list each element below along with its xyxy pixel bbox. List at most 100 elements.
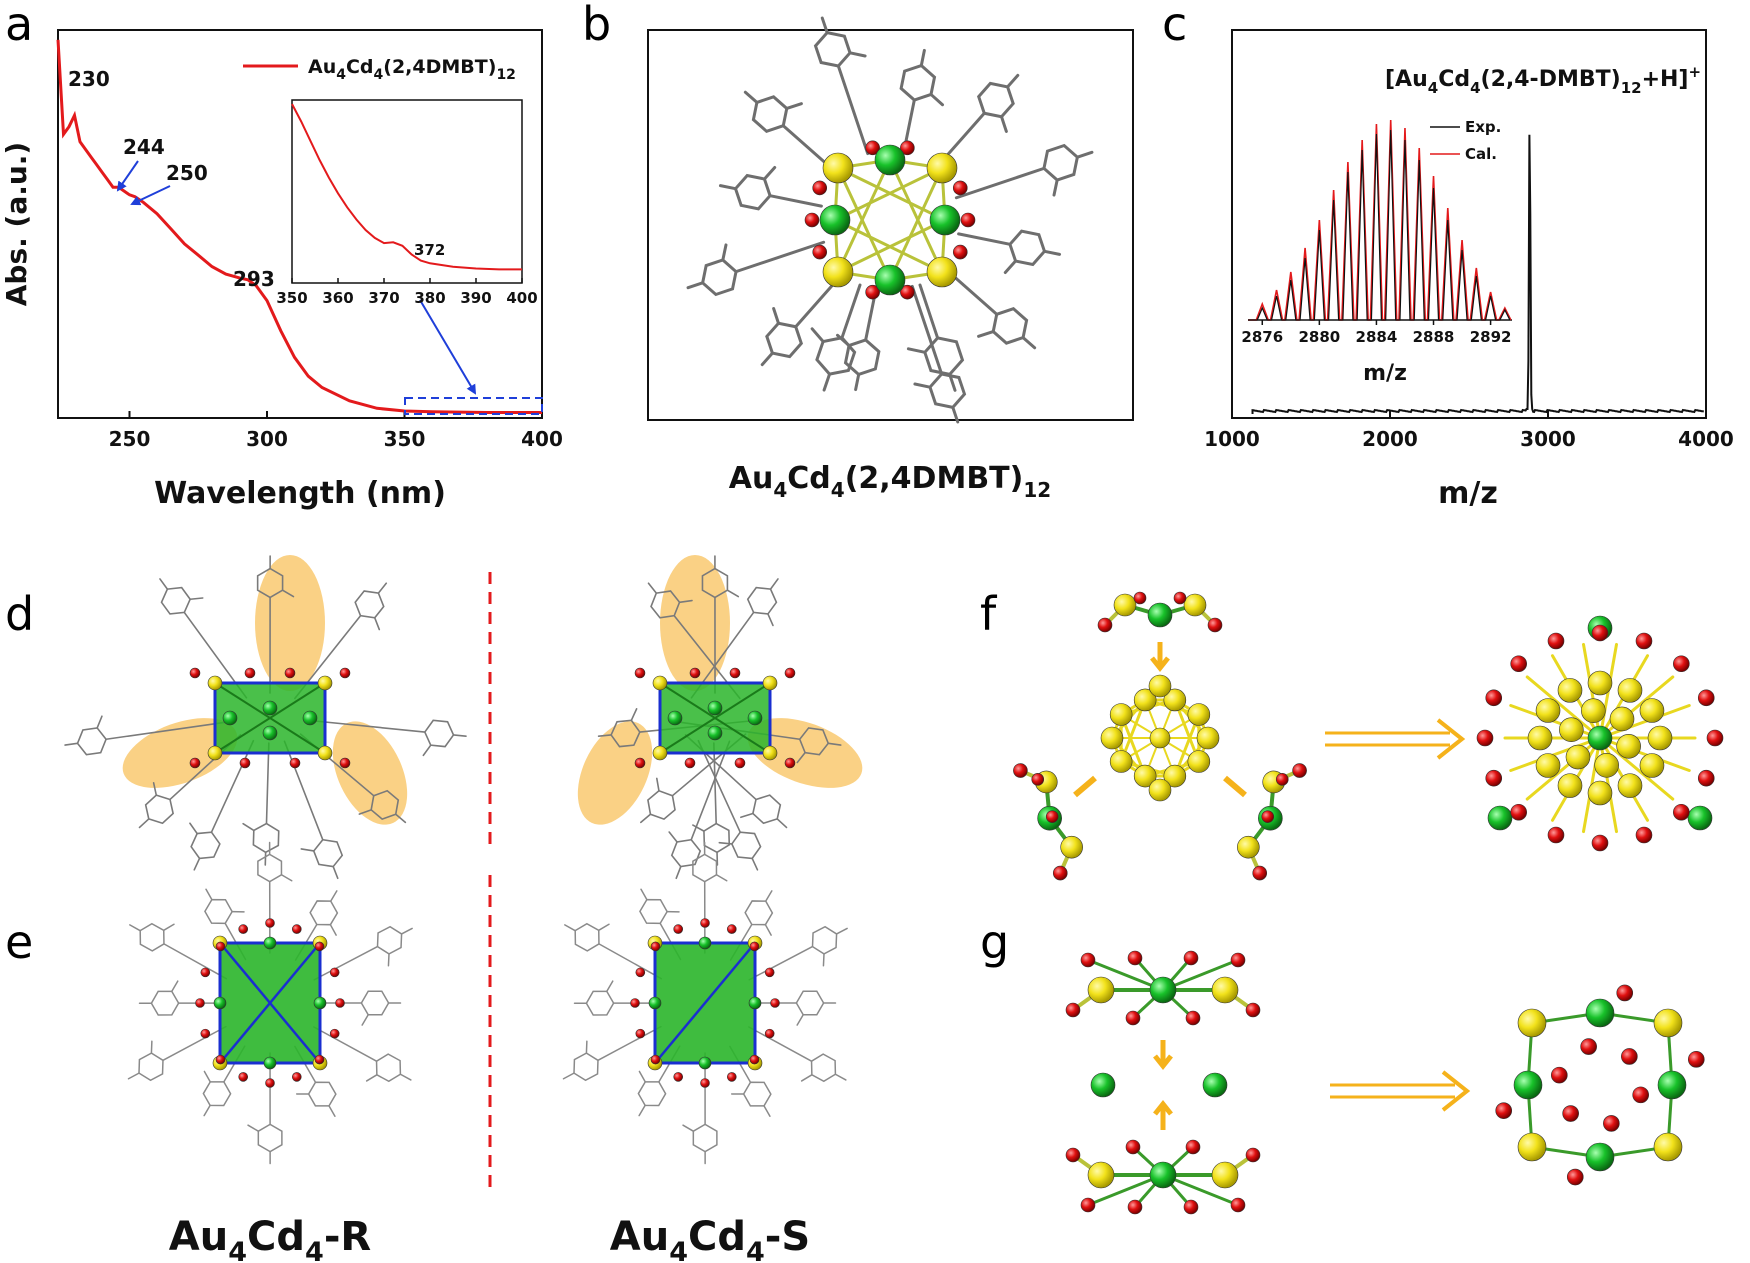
sulfur-atom xyxy=(865,140,880,156)
bond xyxy=(163,943,228,980)
bond xyxy=(1000,115,1008,133)
bond xyxy=(96,715,103,729)
sulfur-atom xyxy=(189,667,201,679)
inset-tick-label: 2880 xyxy=(1298,328,1340,346)
sulfur-atom xyxy=(1591,834,1609,852)
ligand-ring xyxy=(733,173,772,211)
panel-e-right-structure xyxy=(562,841,848,1165)
sulfur-atom xyxy=(1127,1199,1143,1215)
panel-c-inset-xlabel: m/z xyxy=(1363,361,1407,386)
panel-a-zoom-arrow xyxy=(419,299,477,395)
gold-atom xyxy=(1647,725,1673,751)
sulfur-atom xyxy=(952,244,968,260)
sulfur-atom xyxy=(1495,1102,1513,1119)
sulfur-atom xyxy=(673,924,684,934)
bond xyxy=(906,347,927,354)
bond xyxy=(640,813,652,824)
bond xyxy=(785,102,803,110)
panel-f-assembly xyxy=(1013,591,1724,881)
ligand-ring xyxy=(798,727,830,756)
panel-a-ylabel: Abs. (a.u.) xyxy=(0,142,33,306)
bond xyxy=(762,166,777,181)
bond xyxy=(162,1025,227,1062)
sulfur-atom xyxy=(238,924,249,934)
bond xyxy=(715,874,728,882)
label-r-enantiomer: Au4Cd4-R xyxy=(169,1214,371,1263)
sulfur-atom xyxy=(1551,1066,1568,1084)
bond xyxy=(822,953,825,967)
sulfur-atom xyxy=(952,180,968,196)
sulfur-atom xyxy=(314,1054,325,1065)
sulfur-atom xyxy=(812,180,828,196)
gold-atom xyxy=(1609,706,1635,732)
bond xyxy=(564,924,576,932)
cadmium-atom xyxy=(874,144,906,176)
bond xyxy=(827,742,842,746)
bond xyxy=(820,16,829,35)
bond xyxy=(929,92,944,107)
cadmium-atom xyxy=(1202,1072,1228,1098)
sulfur-atom xyxy=(1673,803,1690,821)
bond xyxy=(1525,736,1602,801)
sulfur-atom xyxy=(1635,632,1653,650)
ligand-ring xyxy=(751,95,789,134)
cadmium-atom xyxy=(1687,805,1713,831)
panel-d-left-structure xyxy=(64,555,467,880)
gold-atom xyxy=(1557,678,1583,703)
ligand-ring xyxy=(150,990,180,1016)
sulfur-atom xyxy=(215,1054,226,1065)
arrow-icon xyxy=(1153,1040,1173,1071)
bond xyxy=(152,782,158,796)
panel-label-f: f xyxy=(980,587,998,641)
gold-atom xyxy=(1087,1161,1115,1189)
panel-b-frame xyxy=(647,29,1134,421)
bond xyxy=(452,734,467,737)
bond xyxy=(598,943,663,980)
bond xyxy=(772,307,780,325)
cadmium-atom xyxy=(929,204,961,236)
ligand-ring xyxy=(692,1123,718,1153)
sulfur-atom xyxy=(900,140,915,156)
bond xyxy=(768,194,823,208)
gold-atom xyxy=(926,256,958,288)
gold-atom xyxy=(1133,764,1157,788)
sulfur-atom xyxy=(200,1028,211,1039)
sulfur-atom xyxy=(700,1078,710,1088)
double-arrow-icon xyxy=(1436,718,1466,760)
gold-atom xyxy=(1149,727,1171,749)
bond xyxy=(910,284,944,376)
cadmium-atom xyxy=(1585,1142,1615,1172)
panel-d-right-structure xyxy=(577,555,863,880)
gold-atom xyxy=(1148,778,1172,802)
sulfur-atom xyxy=(634,757,646,769)
bond xyxy=(678,599,693,604)
ligand-ring xyxy=(899,63,937,102)
sulfur-atom xyxy=(1065,1002,1081,1018)
sulfur-atom xyxy=(1697,769,1715,787)
bond xyxy=(400,927,413,935)
bond xyxy=(597,923,610,932)
sulfur-atom xyxy=(1261,810,1275,823)
sulfur-atom xyxy=(195,998,205,1008)
ligand-ring xyxy=(423,719,455,748)
sulfur-atom xyxy=(689,667,701,679)
bond xyxy=(630,708,638,722)
gold-atom xyxy=(1535,753,1561,778)
sulfur-atom xyxy=(1245,1147,1261,1163)
ligand-ring xyxy=(312,838,344,868)
bond xyxy=(888,158,944,274)
panel-a-peak-label: 250 xyxy=(166,161,208,185)
bond xyxy=(810,327,825,344)
bond xyxy=(1075,150,1094,159)
bond xyxy=(655,777,660,792)
inset-tick-label: 380 xyxy=(414,289,445,307)
highlight-blob xyxy=(122,718,238,788)
bond xyxy=(597,734,612,737)
sulfur-atom xyxy=(1125,1139,1141,1155)
ligand-ring xyxy=(976,81,1015,119)
gold-atom xyxy=(1565,744,1591,770)
sulfur-atom xyxy=(1245,1002,1261,1018)
